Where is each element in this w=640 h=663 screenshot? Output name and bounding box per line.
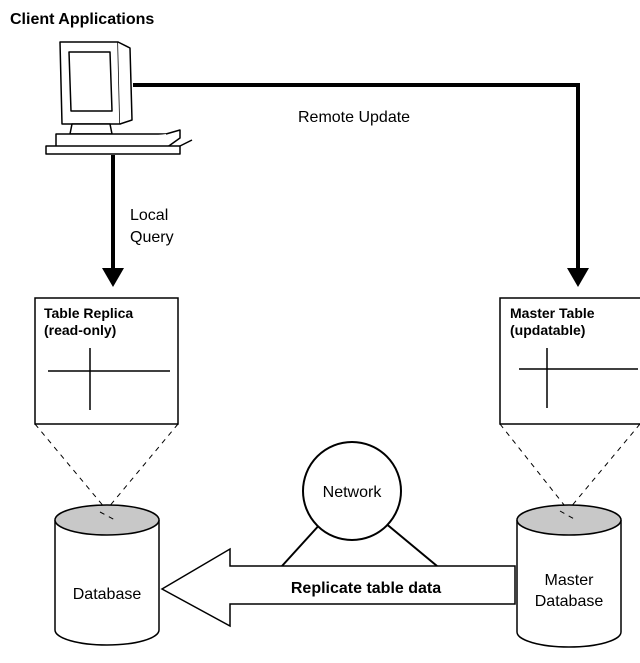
remote-update-label: Remote Update (298, 109, 410, 126)
replica-projection-lines (34, 423, 179, 521)
client-applications-heading: Client Applications (10, 11, 154, 28)
master-database-label-line1: Master (545, 572, 595, 589)
table-replica-subtitle: (read-only) (44, 322, 116, 338)
network-node (281, 441, 438, 567)
master-table-subtitle: (updatable) (510, 322, 585, 338)
replicate-label: Replicate table data (291, 580, 441, 597)
local-query-connector (102, 155, 124, 287)
local-query-label-line2: Query (130, 229, 174, 246)
remote-update-connector (133, 83, 589, 287)
master-database-icon (516, 504, 622, 648)
local-query-label-line1: Local (130, 207, 168, 224)
master-table-box (499, 297, 640, 425)
table-replica-title: Table Replica (44, 305, 133, 321)
master-table-title: Master Table (510, 305, 595, 321)
master-projection-lines (499, 423, 640, 521)
database-icon (54, 504, 160, 646)
computer-icon (45, 41, 193, 155)
table-replica-box (34, 297, 179, 425)
replicate-arrow (160, 547, 516, 628)
local-database-label: Database (73, 586, 142, 603)
network-label: Network (323, 484, 383, 501)
master-database-label-line2: Database (535, 593, 604, 610)
